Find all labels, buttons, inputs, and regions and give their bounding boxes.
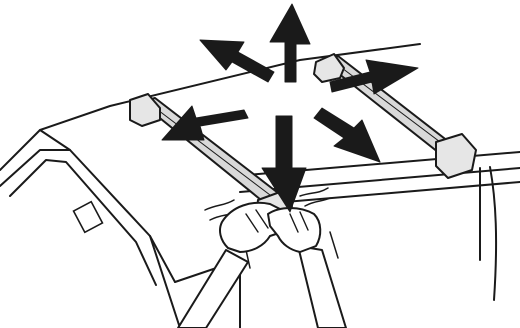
roof-rack-shake-test-illustration — [0, 0, 520, 328]
illustration-canvas — [0, 0, 520, 328]
